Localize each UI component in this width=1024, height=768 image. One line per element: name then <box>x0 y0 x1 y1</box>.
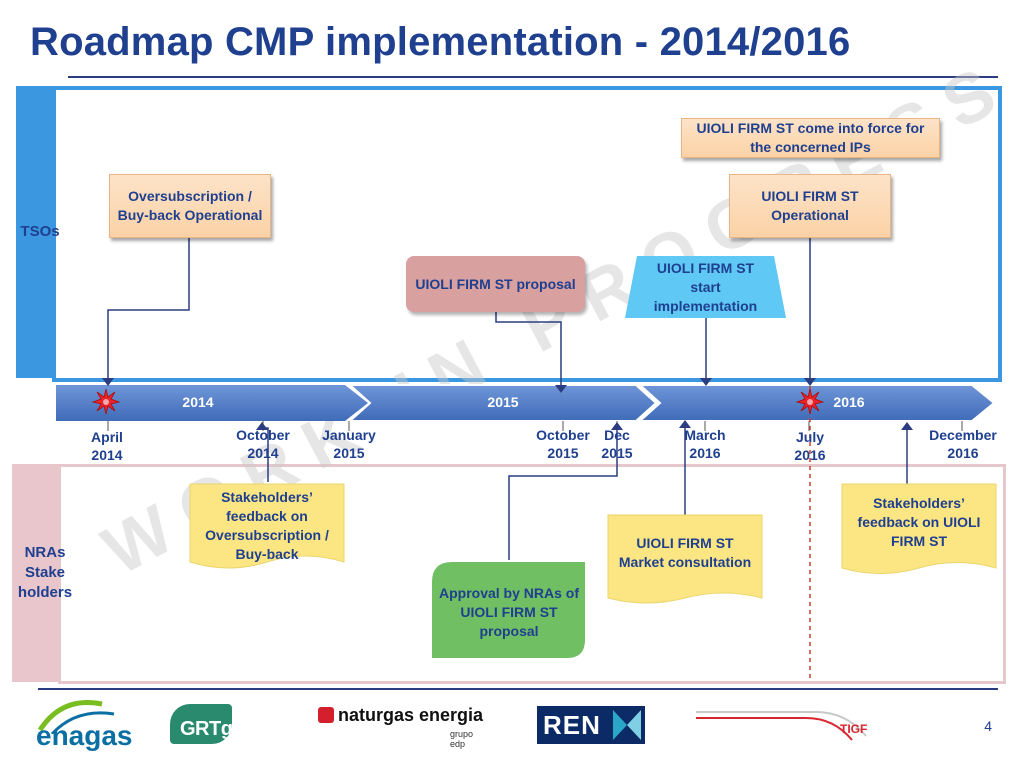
date-label-line: Dec <box>604 427 630 443</box>
title-divider <box>68 76 998 78</box>
ren-wordmark: REN <box>543 710 601 740</box>
tsos-label: TSOs <box>20 223 60 240</box>
date-label-line: October <box>536 427 590 443</box>
date-label: Dec 2015 <box>596 426 638 462</box>
date-label-line: 2016 <box>794 447 826 463</box>
nras-label-line: holders <box>17 584 73 601</box>
grtgaz-logo: GRTgaz <box>170 704 266 744</box>
page-number: 4 <box>984 718 992 734</box>
date-label-line: 2015 <box>333 445 365 461</box>
milestone-star-icon <box>91 388 121 415</box>
enagas-wordmark: enagas <box>36 720 133 751</box>
date-label: March 2016 <box>674 426 736 462</box>
date-label-line: January <box>322 427 376 443</box>
grtgaz-shape-icon <box>170 704 232 744</box>
nras-approval-note: Approval by NRAs of UIOLI FIRM ST propos… <box>438 584 579 639</box>
nras-label-line: NRAs <box>24 544 66 561</box>
note-shape <box>607 514 763 604</box>
date-label-line: 2015 <box>547 445 579 461</box>
date-label-line: December <box>929 427 997 443</box>
date-label-line: March <box>684 427 726 443</box>
date-label: October 2015 <box>530 426 596 462</box>
date-label-line: 2015 <box>601 445 633 461</box>
naturgas-subtitle: grupo edp <box>450 729 474 749</box>
page-title: Roadmap CMP implementation - 2014/2016 <box>30 20 851 64</box>
date-label-line: 2016 <box>947 445 979 461</box>
date-label: July 2016 <box>782 428 838 464</box>
nras-label: NRAs Stake holders <box>8 543 82 603</box>
oversubscription-operational-box: Oversubscription / Buy-back Operational <box>109 174 271 238</box>
enagas-swoosh-icon <box>37 700 115 734</box>
naturgas-wordmark: naturgas energia <box>338 705 484 725</box>
uioli-start-implementation-box: UIOLI FIRM ST start implementation <box>653 259 758 314</box>
naturgas-logo: naturgas energia grupo edp <box>318 705 490 749</box>
arrowheads <box>102 378 913 430</box>
connectors <box>107 238 908 560</box>
note-shape <box>189 483 345 569</box>
uioli-come-into-force-box: UIOLI FIRM ST come into force for the co… <box>681 118 940 158</box>
uioli-operational-box: UIOLI FIRM ST Operational <box>729 174 891 238</box>
date-label: October 2014 <box>230 426 296 462</box>
uioli-market-consultation-note: UIOLI FIRM ST Market consultation <box>618 535 752 570</box>
start-implementation-shape <box>625 256 786 318</box>
date-label-line: October <box>236 427 290 443</box>
date-label-line: 2014 <box>91 447 123 463</box>
date-label: January 2015 <box>316 426 382 462</box>
footer-divider <box>38 688 998 690</box>
date-label: December 2016 <box>922 426 1004 462</box>
milestone-star-icon <box>795 388 825 415</box>
date-label-line: April <box>91 429 123 445</box>
year-label-2015: 2015 <box>487 394 519 410</box>
note-shape <box>841 483 997 574</box>
date-label-line: July <box>795 429 824 445</box>
stakeholders-feedback-uioli-note: Stakeholders’ feedback on UIOLI FIRM ST <box>857 494 981 549</box>
year-label-2016: 2016 <box>833 394 865 410</box>
approval-shape <box>432 562 585 658</box>
ren-bowtie-icon <box>613 710 641 740</box>
date-label-line: 2016 <box>689 445 721 461</box>
date-label-line: 2014 <box>247 445 279 461</box>
grtgaz-wordmark: GRTgaz <box>180 718 253 740</box>
stakeholders-feedback-oversubscription-note: Stakeholders’ feedback on Oversubscripti… <box>205 489 329 562</box>
nras-label-line: Stake <box>24 564 66 581</box>
enagas-logo: enagas <box>32 694 133 762</box>
tigf-wordmark: TIGF <box>840 722 868 736</box>
date-label: April 2014 <box>76 428 138 464</box>
ren-logo: REN <box>537 706 645 744</box>
year-label-2014: 2014 <box>182 394 214 410</box>
tigf-lines-icon <box>696 711 867 741</box>
naturgas-mark-icon <box>318 707 334 723</box>
uioli-proposal-box: UIOLI FIRM ST proposal <box>406 256 585 312</box>
tigf-logo: TIGF <box>696 706 894 746</box>
